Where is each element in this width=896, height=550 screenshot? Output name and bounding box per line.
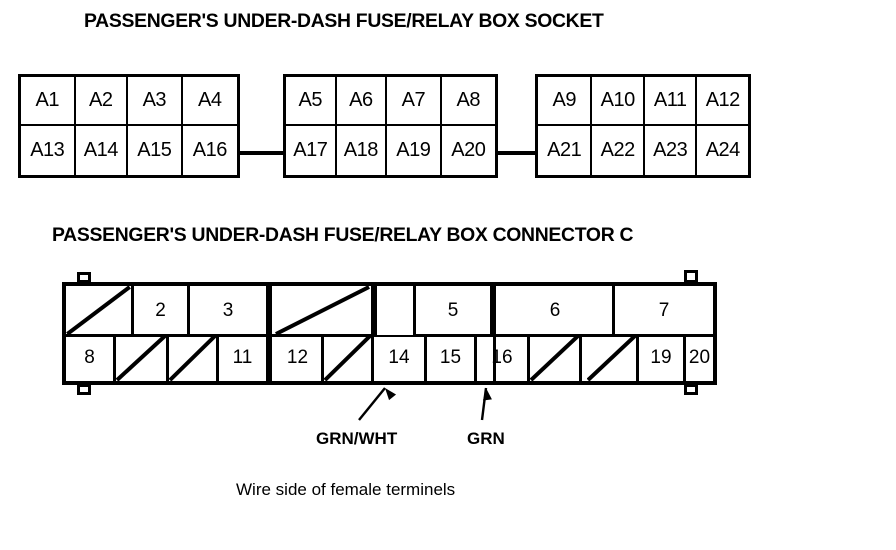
connector-terminal-19[interactable]: 19 <box>639 335 686 381</box>
wire-side-caption: Wire side of female terminels <box>236 480 456 499</box>
terminal-number: 6 <box>549 299 561 321</box>
socket-cell-a7[interactable]: A7 <box>387 77 442 126</box>
row-divider-middle <box>374 334 416 337</box>
connector-section-title: PASSENGER'S UNDER-DASH FUSE/RELAY BOX CO… <box>52 225 634 246</box>
socket-cell-a12[interactable]: A12 <box>697 77 748 126</box>
blanked-cell-slash-icon <box>116 335 166 381</box>
blanked-cell-slash-icon <box>66 286 131 335</box>
socket-cell-a21[interactable]: A21 <box>538 126 593 175</box>
socket-cell-a6[interactable]: A6 <box>336 77 388 126</box>
socket-cell-a22[interactable]: A22 <box>592 126 645 175</box>
terminal-number: 12 <box>286 347 309 368</box>
socket-cell-a14[interactable]: A14 <box>76 126 129 175</box>
socket-cell-a15[interactable]: A15 <box>128 126 183 175</box>
terminal-number: 2 <box>155 299 166 321</box>
terminal-number: 20 <box>688 347 711 368</box>
link-a16-a17 <box>240 151 284 155</box>
terminal-number: 19 <box>650 347 672 368</box>
socket-cell-a20[interactable]: A20 <box>451 139 486 161</box>
tab-top-right <box>684 270 698 283</box>
terminal-number: 8 <box>84 347 95 368</box>
bottom-row-blank-5[interactable] <box>324 335 374 381</box>
top-row-blank-0[interactable] <box>66 286 134 335</box>
wire-label-grn: GRN <box>467 429 505 448</box>
socket-cell-a18[interactable]: A18 <box>337 126 388 175</box>
top-row-blank-3[interactable] <box>274 286 374 335</box>
blanked-cell-slash-icon <box>274 286 371 335</box>
socket-cell-a8[interactable]: A8 <box>441 77 495 126</box>
link-a20-a21 <box>498 151 536 155</box>
connector-terminal-6[interactable]: 6 <box>498 286 615 335</box>
terminal-number: 14 <box>388 347 410 368</box>
blanked-cell-slash-icon <box>530 335 579 381</box>
tab-bottom-right <box>684 384 698 395</box>
terminal-number: 5 <box>447 299 459 321</box>
socket-cell-a9[interactable]: A9 <box>538 77 593 126</box>
wire-label-grn-wht: GRN/WHT <box>316 429 398 448</box>
blanked-cell-slash-icon <box>169 335 216 381</box>
tab-top-left <box>77 272 91 283</box>
blanked-cell-slash-icon <box>587 335 636 381</box>
callout-arrow-grn-icon <box>470 386 500 422</box>
socket-cell-a1[interactable]: A1 <box>21 77 76 126</box>
connector-terminal-12[interactable]: 12 <box>274 335 324 381</box>
connector-terminal-15[interactable]: 15 <box>427 335 477 381</box>
terminal-number: 16 <box>491 347 513 368</box>
terminal-number: 7 <box>658 299 670 321</box>
socket-cell-a11[interactable]: A11 <box>644 77 698 126</box>
socket-section-title: PASSENGER'S UNDER-DASH FUSE/RELAY BOX SO… <box>84 11 604 32</box>
socket-cell-a24[interactable]: A24 <box>705 139 741 161</box>
connector-terminal-5[interactable]: 5 <box>416 286 493 335</box>
connector-terminal-20[interactable]: 20 <box>686 335 713 381</box>
socket-cell-a5[interactable]: A5 <box>286 77 337 126</box>
tab-bottom-left <box>77 384 91 395</box>
connector-terminal-7[interactable]: 7 <box>615 286 713 335</box>
connector-terminal-8[interactable]: 8 <box>66 335 116 381</box>
socket-cell-a13[interactable]: A13 <box>21 126 76 175</box>
connector-terminal-16[interactable]: 16 <box>477 335 530 381</box>
connector-notch-box <box>374 283 416 335</box>
socket-cell-a17[interactable]: A17 <box>286 126 337 175</box>
blanked-cell-slash-icon <box>324 335 371 381</box>
callout-arrow-grn-wht-icon <box>355 386 397 422</box>
socket-cell-a23[interactable]: A23 <box>645 126 698 175</box>
socket-cell-a4[interactable]: A4 <box>182 77 237 126</box>
connector-terminal-3[interactable]: 3 <box>190 286 269 335</box>
terminal-number: 11 <box>232 347 253 368</box>
seam-right <box>493 286 496 381</box>
bottom-row-blank-10[interactable] <box>587 335 639 381</box>
bottom-row-blank-2[interactable] <box>169 335 219 381</box>
bottom-row-blank-1[interactable] <box>116 335 169 381</box>
row-divider-right <box>416 334 713 337</box>
terminal-number: 15 <box>439 347 462 368</box>
socket-cell-a16[interactable]: A16 <box>192 139 228 161</box>
socket-cell-a19[interactable]: A19 <box>387 126 442 175</box>
connector-terminal-14[interactable]: 14 <box>374 335 427 381</box>
socket-cell-a10[interactable]: A10 <box>592 77 645 126</box>
connector-terminal-2[interactable]: 2 <box>134 286 190 335</box>
socket-cell-a3[interactable]: A3 <box>128 77 183 126</box>
row-divider-left <box>66 334 374 337</box>
bottom-row-blank-9[interactable] <box>530 335 582 381</box>
terminal-number: 3 <box>222 299 234 321</box>
connector-terminal-11[interactable]: 11 <box>219 335 269 381</box>
socket-cell-a2[interactable]: A2 <box>75 77 129 126</box>
seam-left <box>269 286 272 381</box>
